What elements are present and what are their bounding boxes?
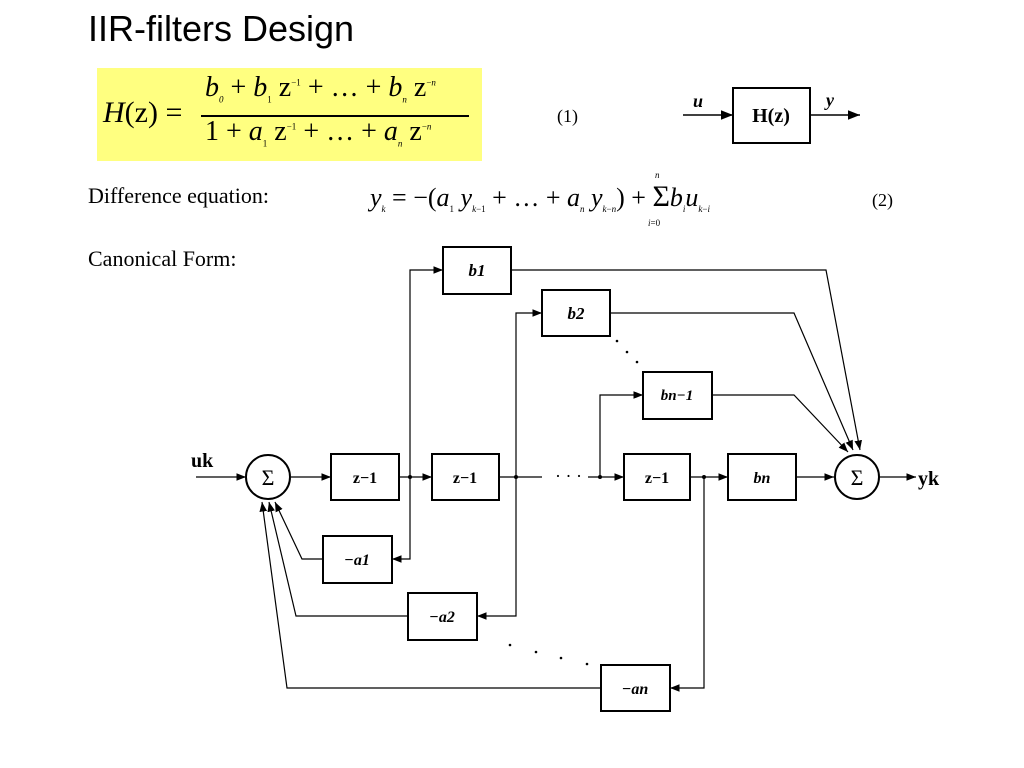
tap1-to-a1-line <box>392 477 411 563</box>
a1-block <box>322 535 393 584</box>
junction-dot <box>514 475 518 479</box>
yk-label: yk <box>918 468 940 490</box>
bn1-to-sum2-line <box>712 394 849 453</box>
b2-to-sum2-line <box>610 312 854 451</box>
formula-denominator: 1 + a1 z−1 + … + an z−n <box>205 116 432 149</box>
input-sum-node <box>245 454 291 500</box>
sum-lower-limit: i=0 <box>648 218 661 228</box>
junction-dots <box>408 475 706 479</box>
b2-block <box>541 289 611 337</box>
formula-numerator: b0 + b1 z−1 + … + bn z−n <box>205 72 436 105</box>
delay-block-2 <box>431 453 500 501</box>
block-input-label: u <box>693 91 703 111</box>
a2-feedback-line <box>267 501 408 617</box>
an-feedback-line <box>259 501 601 689</box>
output-sum-node <box>834 454 880 500</box>
slide-title: IIR-filters Design <box>88 8 355 49</box>
a1-block-label: −a1 <box>344 552 370 569</box>
canonical-form-diagram <box>196 266 916 692</box>
ellipsis-dots <box>508 339 639 666</box>
uk-label: uk <box>191 450 214 472</box>
an-block <box>600 664 671 712</box>
tap1-to-b1-line <box>409 266 443 477</box>
transfer-function-formula: H(z) = b0 + b1 z−1 + … + bn z−n 1 + a1 z… <box>97 68 482 161</box>
junction-dot <box>598 475 602 479</box>
bn1-block-label: bn−1 <box>661 388 693 404</box>
delay-block-1-label: z−1 <box>353 470 377 487</box>
tapn-to-an-line <box>670 477 705 692</box>
bn1-block <box>642 371 713 420</box>
tap2-to-a2-line <box>477 477 517 620</box>
tap-to-bn1-line <box>599 391 643 477</box>
transfer-block-diagram: H(z) u y <box>683 87 860 144</box>
an-block-label: −an <box>622 681 649 698</box>
delay-chain-ellipsis: · · · <box>555 466 582 486</box>
a1-feedback-line <box>274 501 323 560</box>
a2-block <box>407 592 478 641</box>
delay-block-n-label: z−1 <box>645 470 669 487</box>
a2-block-label: −a2 <box>429 609 455 626</box>
block-output-label: y <box>824 90 835 110</box>
canonical-form-label: Canonical Form: <box>88 246 237 271</box>
junction-dot <box>408 475 412 479</box>
hz-block <box>732 87 811 144</box>
delay-block-n <box>623 453 691 501</box>
b1-block-label: b1 <box>469 261 486 280</box>
fraction-bar <box>201 115 469 117</box>
hz-block-label: H(z) <box>752 105 790 127</box>
equation-number-2: (2) <box>872 190 893 210</box>
difference-equation-label: Difference equation: <box>88 183 270 208</box>
delay-block-1 <box>330 453 400 501</box>
tap2-to-b2-line <box>515 309 542 477</box>
bn-block-label: bn <box>754 470 771 487</box>
output-sum-symbol: Σ <box>851 465 864 490</box>
b2-block-label: b2 <box>568 304 586 323</box>
b1-to-sum2-line <box>511 269 862 451</box>
b1-block <box>442 246 512 295</box>
input-sum-symbol: Σ <box>262 465 275 490</box>
difference-equation-formula: yk = −(a1 yk−1 + … + an yk−n) + Σbiuk−i <box>370 180 711 215</box>
equation-number-1: (1) <box>557 106 578 126</box>
delay-block-2-label: z−1 <box>453 470 477 487</box>
sum-upper-limit: n <box>655 170 660 180</box>
junction-dot <box>702 475 706 479</box>
formula-lhs: H(z) = <box>103 96 183 129</box>
bn-block <box>727 453 797 501</box>
